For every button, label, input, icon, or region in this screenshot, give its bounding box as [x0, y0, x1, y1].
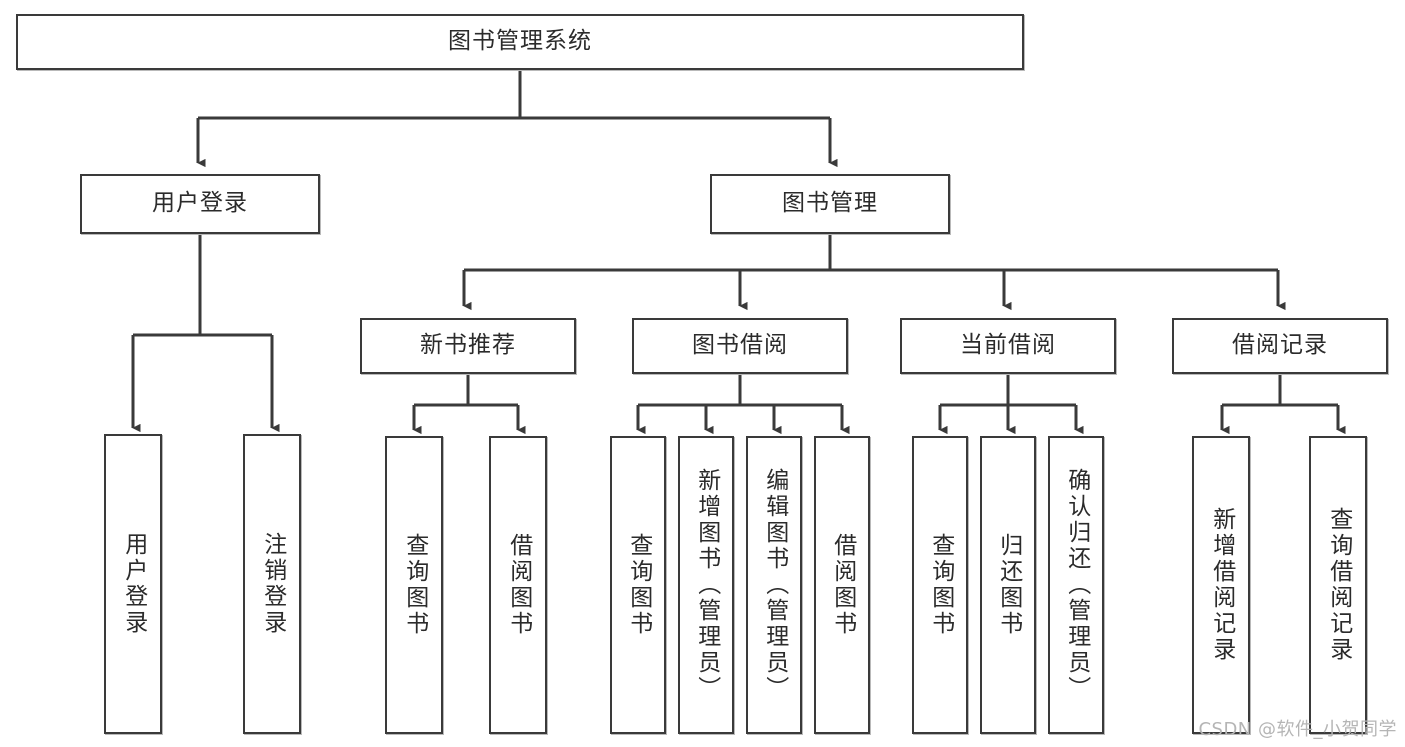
node-leaf-query-borrow-record[interactable]: 查询借阅记录 — [1309, 436, 1367, 734]
node-leaf-logout[interactable]: 注销登录 — [243, 434, 301, 734]
node-leaf-return-books[interactable]: 归还图书 — [980, 436, 1036, 734]
node-label: 用户登录 — [120, 532, 147, 636]
node-leaf-borrow-books[interactable]: 借阅图书 — [814, 436, 870, 734]
node-current-borrowing[interactable]: 当前借阅 — [900, 318, 1116, 374]
node-label: 用户登录 — [152, 190, 248, 217]
node-leaf-add-borrow-record[interactable]: 新增借阅记录 — [1192, 436, 1250, 734]
node-label: 新增借阅记录 — [1208, 507, 1235, 663]
node-label: 图书管理 — [782, 190, 878, 217]
node-label: 借阅记录 — [1232, 332, 1328, 359]
watermark-text: CSDN @软件_小贺同学 — [1198, 719, 1397, 740]
node-borrowing-records[interactable]: 借阅记录 — [1172, 318, 1388, 374]
node-user-login[interactable]: 用户登录 — [80, 174, 320, 234]
node-leaf-query-books-new[interactable]: 查询图书 — [385, 436, 443, 734]
node-label: 借阅图书 — [505, 533, 532, 637]
node-book-borrowing[interactable]: 图书借阅 — [632, 318, 848, 374]
node-leaf-edit-book-admin[interactable]: 编辑图书（管理员） — [746, 436, 802, 734]
node-leaf-user-login[interactable]: 用户登录 — [104, 434, 162, 734]
node-label: 借阅图书 — [829, 533, 856, 637]
node-label: 图书管理系统 — [448, 28, 592, 55]
node-leaf-borrow-books-new[interactable]: 借阅图书 — [489, 436, 547, 734]
node-label: 当前借阅 — [960, 332, 1056, 359]
node-label: 查询借阅记录 — [1325, 507, 1352, 663]
node-leaf-query-books-current[interactable]: 查询图书 — [912, 436, 968, 734]
node-leaf-add-book-admin[interactable]: 新增图书（管理员） — [678, 436, 734, 734]
node-label: 查询图书 — [927, 533, 954, 637]
node-label: 新书推荐 — [420, 332, 516, 359]
node-label: 查询图书 — [401, 533, 428, 637]
node-label: 查询图书 — [625, 533, 652, 637]
node-label: 图书借阅 — [692, 332, 788, 359]
node-label: 编辑图书（管理员） — [761, 468, 788, 702]
node-new-book-recommendation[interactable]: 新书推荐 — [360, 318, 576, 374]
node-leaf-confirm-return-admin[interactable]: 确认归还（管理员） — [1048, 436, 1104, 734]
node-label: 归还图书 — [995, 533, 1022, 637]
node-book-management[interactable]: 图书管理 — [710, 174, 950, 234]
node-label: 确认归还（管理员） — [1063, 468, 1090, 702]
node-label: 注销登录 — [259, 532, 286, 636]
node-label: 新增图书（管理员） — [693, 468, 720, 702]
node-leaf-query-books-borrow[interactable]: 查询图书 — [610, 436, 666, 734]
node-root-book-management-system[interactable]: 图书管理系统 — [16, 14, 1024, 70]
